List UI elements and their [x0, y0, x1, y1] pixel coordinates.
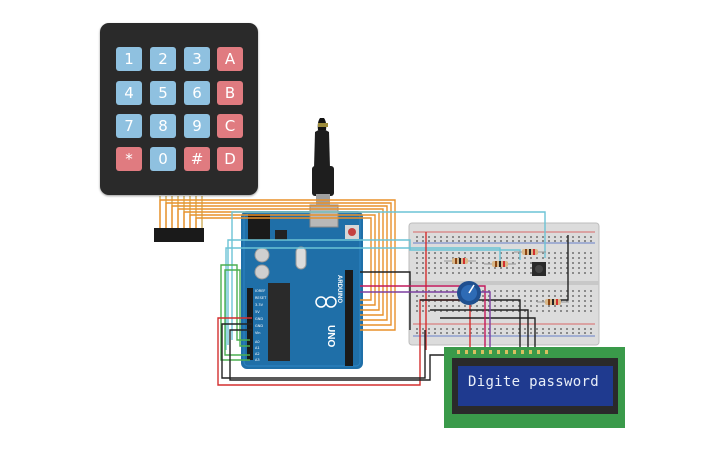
lcd-display-text: Digite password — [468, 374, 599, 390]
svg-text:Vin: Vin — [255, 331, 261, 335]
key-c[interactable]: C — [217, 114, 243, 138]
digital-header — [345, 270, 353, 366]
svg-text:3.3V: 3.3V — [255, 303, 264, 307]
arduino-logo — [315, 296, 337, 308]
svg-text:A1: A1 — [255, 346, 260, 350]
key-3[interactable]: 3 — [184, 47, 210, 71]
resistors[interactable] — [444, 249, 569, 305]
key-hash[interactable]: # — [184, 147, 210, 171]
svg-text:IOREF: IOREF — [255, 289, 265, 293]
key-d[interactable]: D — [217, 147, 243, 171]
key-b[interactable]: B — [217, 81, 243, 105]
svg-text:A2: A2 — [255, 352, 260, 356]
svg-text:5V: 5V — [255, 310, 260, 314]
usb-cable[interactable] — [312, 118, 334, 206]
key-7[interactable]: 7 — [116, 114, 142, 138]
svg-text:A0: A0 — [255, 340, 260, 344]
svg-text:RESET: RESET — [255, 296, 267, 300]
arduino-model-label: UNO — [325, 325, 336, 348]
key-1[interactable]: 1 — [116, 47, 142, 71]
atmega-chip — [268, 283, 290, 361]
svg-text:A3: A3 — [255, 358, 260, 362]
key-a[interactable]: A — [217, 47, 243, 71]
key-2[interactable]: 2 — [150, 47, 176, 71]
key-4[interactable]: 4 — [116, 81, 142, 105]
key-0[interactable]: 0 — [150, 147, 176, 171]
arduino-brand-label: ARDUINO — [336, 275, 342, 303]
potentiometer[interactable] — [457, 281, 481, 305]
key-9[interactable]: 9 — [184, 114, 210, 138]
key-6[interactable]: 6 — [184, 81, 210, 105]
key-8[interactable]: 8 — [150, 114, 176, 138]
key-5[interactable]: 5 — [150, 81, 176, 105]
key-star[interactable]: * — [116, 147, 142, 171]
push-button[interactable] — [532, 262, 546, 276]
lcd-screen — [458, 366, 613, 406]
breadboard[interactable] — [408, 222, 600, 346]
power-jack — [248, 214, 270, 240]
svg-text:GND: GND — [255, 324, 263, 328]
svg-text:GND: GND — [255, 317, 263, 321]
